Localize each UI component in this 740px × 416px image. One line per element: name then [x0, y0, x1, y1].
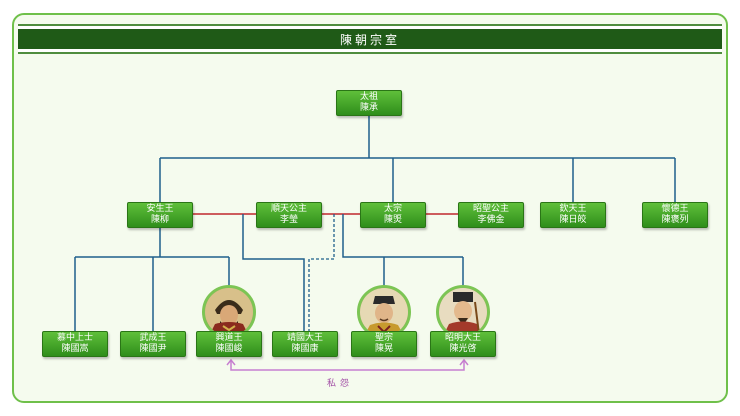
- node-shengzong[interactable]: 聖宗 陳晃: [351, 331, 417, 357]
- node-huaide[interactable]: 懷德王 陳褒列: [642, 202, 708, 228]
- node-person-name: 陳晃: [374, 344, 393, 354]
- feud-line: [230, 361, 465, 371]
- node-title: 慕中上士: [56, 333, 93, 343]
- node-title: 昭聖公主: [472, 204, 509, 214]
- node-title: 安生王: [146, 204, 174, 214]
- connector-adoptive-jingguo: [308, 214, 335, 331]
- feud-note: 私怨: [326, 379, 353, 389]
- node-person-name: 陳褒列: [661, 215, 689, 225]
- portrait-xingdao: [202, 285, 256, 339]
- node-person-name: 陳柳: [150, 215, 169, 225]
- emperor-portrait-icon: [360, 288, 408, 336]
- node-title: 欽天王: [559, 204, 587, 214]
- node-taizong[interactable]: 太宗 陳煚: [360, 202, 426, 228]
- node-person-name: 陳日皎: [559, 215, 587, 225]
- node-jingguo[interactable]: 靖國大王 陳國康: [272, 331, 338, 357]
- descent-line-shuntian: [242, 214, 305, 331]
- node-person-name: 李瑩: [279, 215, 298, 225]
- feud-arrowhead-left: [226, 358, 236, 366]
- node-person-name: 陳國峻: [215, 344, 243, 354]
- node-person-name: 陳承: [359, 103, 378, 113]
- node-person-name: 陳國尹: [139, 344, 167, 354]
- node-qintian[interactable]: 欽天王 陳日皎: [540, 202, 606, 228]
- descent-lines-taizong: [342, 214, 464, 287]
- descent-lines-gen2: [159, 115, 676, 202]
- diagram-title: 陳朝宗室: [339, 32, 400, 47]
- connector-to-jingguo: [242, 214, 305, 331]
- node-title: 太祖: [359, 92, 378, 102]
- warrior-portrait-icon: [205, 288, 253, 336]
- feud-arrowhead-right: [459, 358, 469, 366]
- node-zhaoming[interactable]: 昭明大王 陳光啓: [430, 331, 496, 357]
- connector-taizong-bar: [342, 214, 463, 258]
- node-title: 興道王: [215, 333, 243, 343]
- node-xingdao[interactable]: 興道王 陳國峻: [196, 331, 262, 357]
- feud-arrow: [226, 358, 469, 371]
- node-wucheng[interactable]: 武成王 陳國尹: [120, 331, 186, 357]
- node-title: 太宗: [383, 204, 402, 214]
- node-title: 靖國大王: [286, 333, 323, 343]
- node-title: 昭明大王: [444, 333, 481, 343]
- node-title: 懷德王: [661, 204, 689, 214]
- node-shuntian[interactable]: 順天公主 李瑩: [256, 202, 322, 228]
- title-band: 陳朝宗室: [18, 24, 722, 54]
- node-person-name: 陳國嵩: [61, 344, 89, 354]
- node-ansheng[interactable]: 安生王 陳柳: [127, 202, 193, 228]
- node-zhaosheng[interactable]: 昭聖公主 李佛金: [458, 202, 524, 228]
- node-person-name: 李佛金: [477, 215, 505, 225]
- descent-lines-ansheng: [74, 227, 230, 331]
- scholar-portrait-icon: [439, 288, 487, 336]
- node-title: 順天公主: [270, 204, 307, 214]
- adoptive-line: [308, 214, 335, 331]
- node-title: 聖宗: [374, 333, 393, 343]
- node-person-name: 陳煚: [383, 215, 402, 225]
- node-title: 武成王: [139, 333, 167, 343]
- node-person-name: 陳國康: [291, 344, 319, 354]
- node-taizu[interactable]: 太祖 陳承: [336, 90, 402, 116]
- node-person-name: 陳光啓: [449, 344, 477, 354]
- node-muzhong[interactable]: 慕中上士 陳國嵩: [42, 331, 108, 357]
